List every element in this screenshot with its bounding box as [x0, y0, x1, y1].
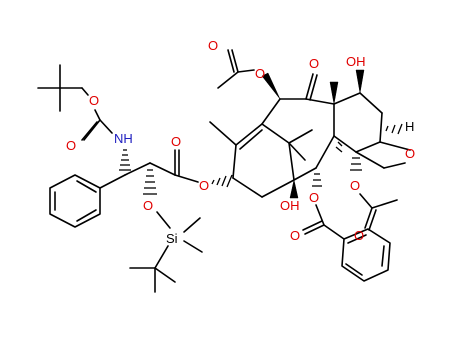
atom-o-benzoate-carbonyl: O	[290, 228, 300, 243]
atom-oh-c1: OH	[280, 198, 300, 213]
phenyl-ring-left	[49, 174, 126, 228]
wedge-c8-methyl	[329, 81, 339, 105]
atom-o-ester-carbonyl: O	[171, 134, 181, 149]
hash-bond-c3-h	[335, 141, 343, 153]
atom-o-oxetane: O	[405, 146, 415, 161]
atom-h-junction: H	[405, 119, 414, 134]
atom-si: Si	[166, 231, 178, 246]
wedge-c7-oh	[355, 69, 365, 94]
atom-o-silyl: O	[143, 198, 153, 213]
c-ring	[333, 92, 383, 153]
atom-o-acetyl-top-carbonyl: O	[208, 38, 218, 53]
atom-o-boc-ester: O	[89, 93, 99, 108]
atom-nh: NH	[114, 131, 133, 146]
hash-bond-o-silyl	[143, 169, 157, 195]
hash-bond-h	[385, 123, 403, 135]
hash-bond-n	[119, 149, 131, 171]
phenyl-ring-benzoyl	[323, 224, 391, 282]
hash-bond-c2-obz	[312, 173, 322, 187]
atom-o-acetyl-top: O	[255, 66, 265, 81]
atom-o-acetyl-bottom-link: O	[350, 178, 360, 193]
atom-o-ester-link: O	[199, 178, 209, 193]
atom-oh-c7: OH	[346, 54, 366, 69]
wedge-c1-oh	[289, 179, 299, 199]
atom-o-acetyl-bottom-carbonyl: O	[354, 228, 364, 243]
atom-o-benzoate-link: O	[309, 190, 319, 205]
hash-bond-c4-oac	[350, 157, 362, 171]
silyl-tert-butyl	[129, 245, 176, 293]
wedge-c10-oac	[261, 72, 281, 100]
hash-bond-c13	[211, 174, 233, 188]
boc-tert-butyl	[37, 64, 83, 112]
atom-o-boc-carbonyl: O	[66, 138, 76, 153]
a-ring	[232, 123, 295, 198]
atom-o-ketone: O	[309, 56, 319, 71]
oxetane-ring	[355, 141, 411, 169]
